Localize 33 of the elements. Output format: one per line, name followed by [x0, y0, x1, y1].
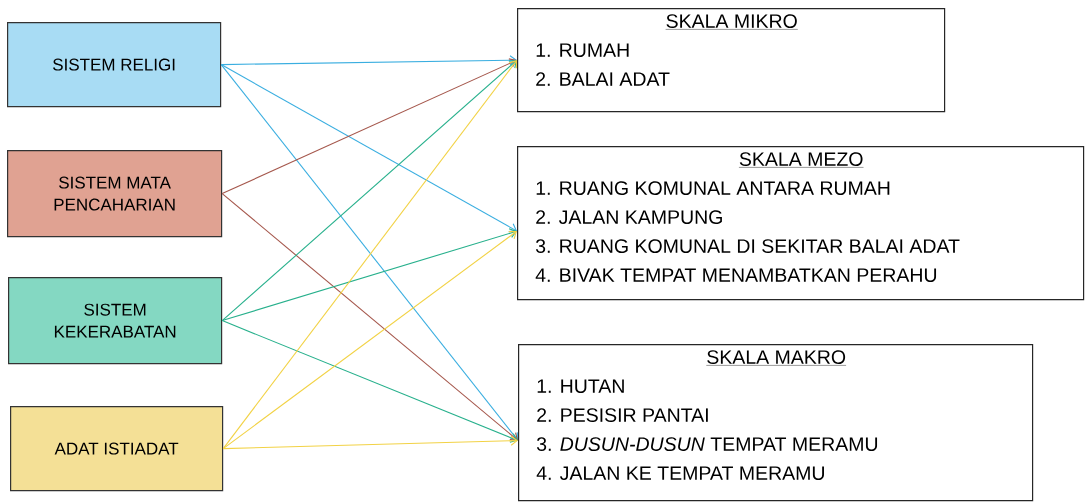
arrow [220, 64, 517, 233]
arrow [222, 435, 518, 450]
list-item: 1. RUANG KOMUNAL ANTARA RUMAH [536, 181, 890, 195]
list-item: 4. BIVAK TEMPAT MENAMBATKAN PERAHU [535, 268, 937, 282]
list-item: 3. RUANG KOMUNAL DI SEKITAR BALAI ADAT [535, 239, 960, 253]
list-item: 1. HUTAN [537, 379, 624, 393]
box-label: ADAT ISTIADAT [54, 442, 179, 455]
box-label: SISTEM MATA PENCAHARIAN [54, 176, 175, 211]
category-box [8, 277, 223, 365]
arrow [221, 228, 517, 322]
box-label: SISTEM RELIGI [53, 58, 175, 71]
list-item: 2. BALAI ADAT [536, 72, 670, 86]
scale-box [518, 344, 1034, 502]
scale-box [517, 8, 946, 113]
list-item: 2. JALAN KAMPUNG [536, 210, 722, 224]
arrow [221, 320, 518, 443]
category-box [7, 150, 223, 238]
arrow [220, 55, 517, 66]
scale-heading: SKALA MEZO [738, 152, 864, 168]
box-label: SISTEM KEKERABATAN [54, 303, 176, 338]
list-item: 3. DUSUN-DUSUN TEMPAT MERAMU [536, 437, 878, 451]
scale-box [517, 146, 1085, 301]
category-box [7, 22, 222, 108]
arrow [221, 58, 517, 195]
list-item: 2. PESISIR PANTAI [537, 408, 708, 422]
arrow [221, 60, 517, 322]
scale-heading: SKALA MIKRO [665, 14, 798, 30]
list-item: 1. RUMAH [536, 43, 629, 57]
arrow [222, 231, 517, 450]
category-box [10, 406, 224, 492]
list-item: 4. JALAN KE TEMPAT MERAMU [536, 466, 824, 480]
scale-heading: SKALA MAKRO [706, 350, 847, 366]
arrow [221, 193, 518, 441]
